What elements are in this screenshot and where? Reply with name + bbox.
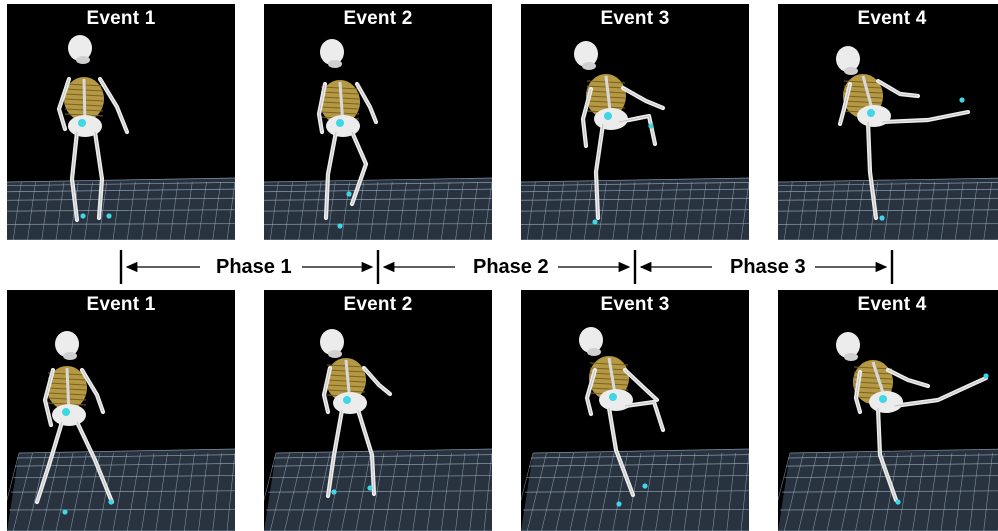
floor-grid xyxy=(7,178,235,240)
panel-top-event-3: Event 3 xyxy=(521,4,749,240)
event-label: Event 3 xyxy=(521,8,749,30)
marker xyxy=(592,219,597,224)
pelvis xyxy=(333,392,367,414)
panel-bottom-event-1: Event 1 xyxy=(7,290,235,531)
pelvis xyxy=(869,391,903,413)
marker xyxy=(867,109,875,117)
marker xyxy=(642,483,647,488)
event-label: Event 4 xyxy=(778,294,998,316)
marker xyxy=(648,123,653,128)
panel-bottom-event-3: Event 3 xyxy=(521,290,749,531)
marker xyxy=(336,119,344,127)
marker xyxy=(343,396,351,404)
phase-label-3: Phase 3 xyxy=(730,256,806,279)
skeleton-figure xyxy=(778,290,998,531)
marker xyxy=(604,112,612,120)
marker xyxy=(367,485,372,490)
skeleton-figure xyxy=(7,290,235,531)
skeleton-figure xyxy=(7,4,235,240)
panel-top-event-1: Event 1 xyxy=(7,4,235,240)
event-label: Event 1 xyxy=(7,8,235,30)
event-label: Event 1 xyxy=(7,294,235,316)
skeleton-figure xyxy=(778,4,998,240)
marker xyxy=(609,393,617,401)
marker xyxy=(983,373,988,378)
event-label: Event 3 xyxy=(521,294,749,316)
skeleton-figure xyxy=(521,4,749,240)
marker xyxy=(78,119,86,127)
marker xyxy=(959,97,964,102)
pelvis xyxy=(594,108,628,130)
skeleton-figure xyxy=(264,290,492,531)
floor-grid xyxy=(521,178,749,240)
floor-grid xyxy=(264,449,492,531)
panel-bottom-event-2: Event 2 xyxy=(264,290,492,531)
floor-grid xyxy=(264,178,492,240)
marker xyxy=(337,223,342,228)
event-label: Event 2 xyxy=(264,294,492,316)
marker xyxy=(62,509,67,514)
floor-grid xyxy=(521,449,749,531)
panel-top-event-2: Event 2 xyxy=(264,4,492,240)
skeleton-figure xyxy=(264,4,492,240)
pelvis xyxy=(52,404,86,426)
event-label: Event 4 xyxy=(778,8,998,30)
marker xyxy=(879,395,887,403)
event-label: Event 2 xyxy=(264,8,492,30)
marker xyxy=(895,499,900,504)
panel-bottom-event-4: Event 4 xyxy=(778,290,998,531)
marker xyxy=(616,501,621,506)
marker xyxy=(62,408,70,416)
marker xyxy=(346,191,351,196)
marker xyxy=(331,489,336,494)
marker xyxy=(108,499,113,504)
floor-grid xyxy=(778,178,998,240)
phase-label-1: Phase 1 xyxy=(216,256,292,279)
skeleton-figure xyxy=(521,290,749,531)
marker xyxy=(106,213,111,218)
panel-top-event-4: Event 4 xyxy=(778,4,998,240)
floor-grid xyxy=(778,449,998,531)
phase-label-2: Phase 2 xyxy=(473,256,549,279)
marker xyxy=(879,215,884,220)
marker xyxy=(80,213,85,218)
